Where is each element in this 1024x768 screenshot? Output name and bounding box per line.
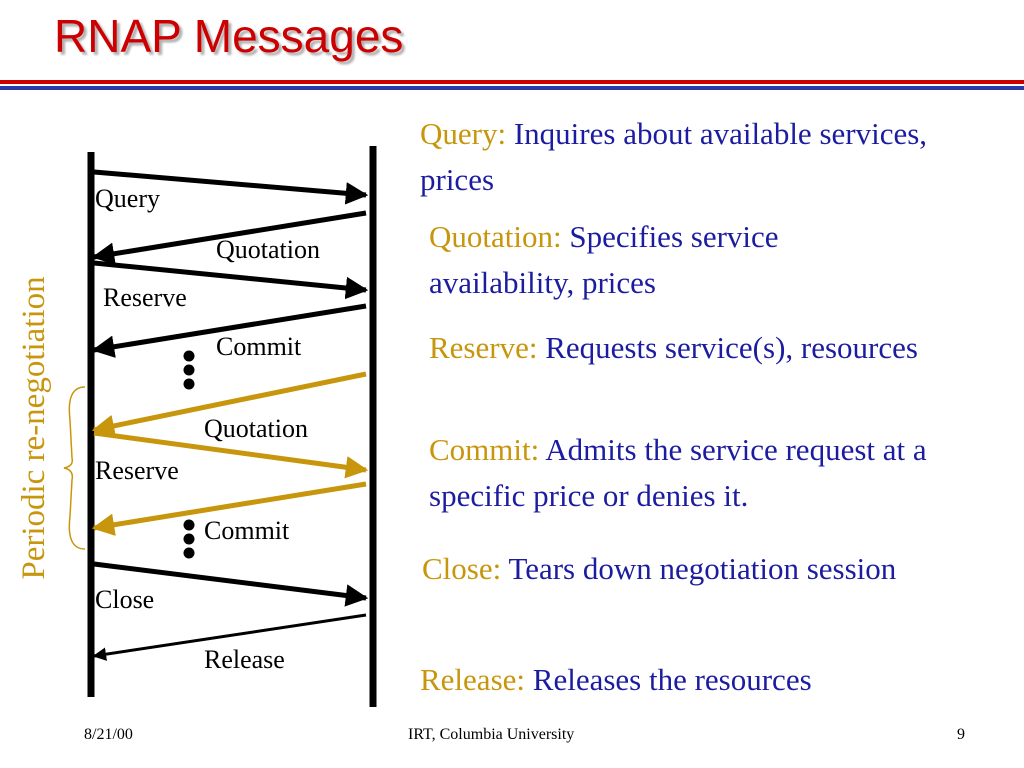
message-arrow-quotation: [91, 210, 367, 265]
message-arrow-quotation-periodic: [91, 371, 367, 437]
message-label-quotation-periodic: Quotation: [204, 414, 308, 443]
ellipsis-dot: [183, 519, 195, 531]
title-divider-blue: [0, 86, 1024, 90]
message-label-quotation: Quotation: [216, 235, 320, 264]
message-arrow-close: [93, 561, 369, 607]
ellipsis-dot: [183, 533, 195, 545]
footer-date: 8/21/00: [84, 726, 133, 743]
definition-text: Inquires about available services, price…: [420, 116, 928, 197]
definition-text: Admits the service request at a specific…: [429, 432, 927, 513]
slide-title: RNAP Messages: [54, 10, 404, 62]
ellipsis-dots-lower: [183, 519, 195, 559]
message-arrow-commit: [91, 303, 367, 358]
definition-term: Quotation: [429, 219, 553, 254]
message-label-reserve: Reserve: [103, 283, 187, 312]
ellipsis-dot: [183, 364, 195, 376]
message-arrow-commit-periodic: [91, 481, 367, 536]
definition-separator: :: [497, 116, 514, 151]
message-label-reserve-periodic: Reserve: [95, 456, 179, 485]
definition-text: Requests service(s), resources: [545, 330, 918, 365]
definition-text: Tears down negotiation session: [508, 551, 897, 586]
periodic-bracket: [63, 386, 86, 550]
definition-text: Specifies service availability, prices: [429, 219, 779, 300]
definition-term: Release: [420, 662, 517, 697]
ellipsis-dot: [183, 547, 195, 559]
definition-quotation: Quotation: Specifies service availabilit…: [429, 214, 929, 306]
definition-term: Close: [422, 551, 493, 586]
ellipsis-dot: [183, 378, 195, 390]
message-label-commit: Commit: [216, 332, 302, 361]
definition-separator: :: [516, 662, 533, 697]
definition-release: Release: Releases the resources: [420, 657, 1010, 703]
message-label-release: Release: [204, 645, 285, 674]
definition-text: Releases the resources: [532, 662, 812, 697]
message-arrow-reserve: [93, 260, 369, 300]
message-label-query: Query: [95, 184, 160, 213]
message-arrow-reserve-periodic: [93, 430, 369, 479]
footer-organization: IRT, Columbia University: [408, 726, 575, 743]
footer-page-number: 9: [957, 726, 965, 743]
definition-separator: :: [530, 432, 546, 467]
message-label-close: Close: [95, 585, 155, 614]
definition-reserve: Reserve: Requests service(s), resources: [429, 325, 929, 371]
definition-separator: :: [553, 219, 570, 254]
definition-separator: :: [528, 330, 546, 365]
title-divider-red: [0, 80, 1024, 84]
message-arrow-release: [92, 613, 367, 661]
message-label-commit-periodic: Commit: [204, 516, 290, 545]
definition-close: Close: Tears down negotiation session: [412, 546, 922, 592]
periodic-renegotiation-label: Periodic re-negotiation: [16, 276, 52, 580]
message-arrow-query: [93, 169, 369, 205]
definition-commit: Commit: Admits the service request at a …: [429, 427, 1019, 519]
definition-query: Query: Inquires about available services…: [420, 111, 980, 203]
definition-term: Reserve: [429, 330, 529, 365]
definition-term: Query: [420, 116, 498, 151]
ellipsis-dot: [183, 350, 195, 362]
definition-term: Commit: [429, 432, 531, 467]
definition-separator: :: [492, 551, 509, 586]
ellipsis-dots-upper: [183, 350, 195, 390]
